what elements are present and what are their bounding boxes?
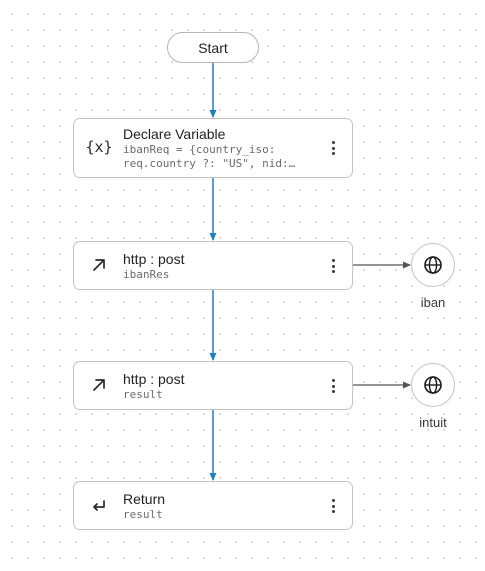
node-result-variable: result [123,388,163,401]
node-expression-line-1: ibanReq = {country_iso: [123,143,276,156]
arrow-up-right-icon [88,374,110,396]
node-result-variable: ibanRes [123,268,170,281]
endpoint-label: intuit [419,415,447,430]
node-title: Return [123,491,166,507]
more-options-icon[interactable] [328,377,338,395]
node-title: http : post [123,371,185,387]
node-title: http : post [123,251,185,267]
globe-icon [424,256,442,274]
variable-icon: {x} [85,138,113,156]
endpoint-label: iban [420,295,446,310]
declare-variable-node[interactable]: {x} Declare Variable ibanReq = {country_… [73,118,353,178]
endpoint-iban[interactable] [411,243,455,287]
more-options-icon[interactable] [328,139,338,157]
globe-icon [424,376,442,394]
node-expression-line-2: req.country ?: "US", nid:… [123,157,296,170]
endpoint-intuit[interactable] [411,363,455,407]
return-arrow-icon [88,495,110,517]
start-label: Start [198,39,228,56]
http-post-node-ibanres[interactable]: http : post ibanRes [73,241,353,290]
more-options-icon[interactable] [328,497,338,515]
more-options-icon[interactable] [328,257,338,275]
start-node[interactable]: Start [167,32,259,63]
return-node[interactable]: Return result [73,481,353,530]
http-post-node-result[interactable]: http : post result [73,361,353,410]
node-title: Declare Variable [123,126,226,142]
node-return-value: result [123,508,163,521]
arrow-up-right-icon [88,254,110,276]
